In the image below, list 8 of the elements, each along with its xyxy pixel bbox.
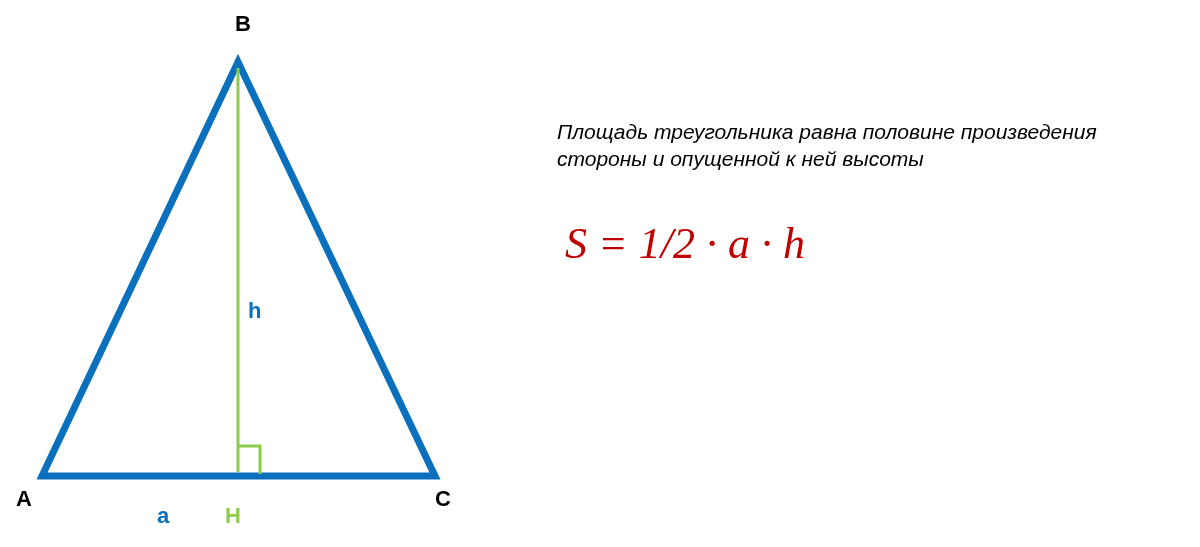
vertex-label: A [16, 488, 32, 510]
vertex-label: C [435, 488, 451, 510]
note-text: Площадь треугольника равна половине произведения стороны и опущенной к ней высоты [557, 119, 1098, 173]
foot-label: H [225, 505, 241, 527]
area-formula: S = 1/2 · a · h [565, 222, 805, 266]
side-label: a [157, 505, 170, 527]
vertex-label: B [235, 13, 251, 35]
height-label: h [248, 300, 262, 322]
